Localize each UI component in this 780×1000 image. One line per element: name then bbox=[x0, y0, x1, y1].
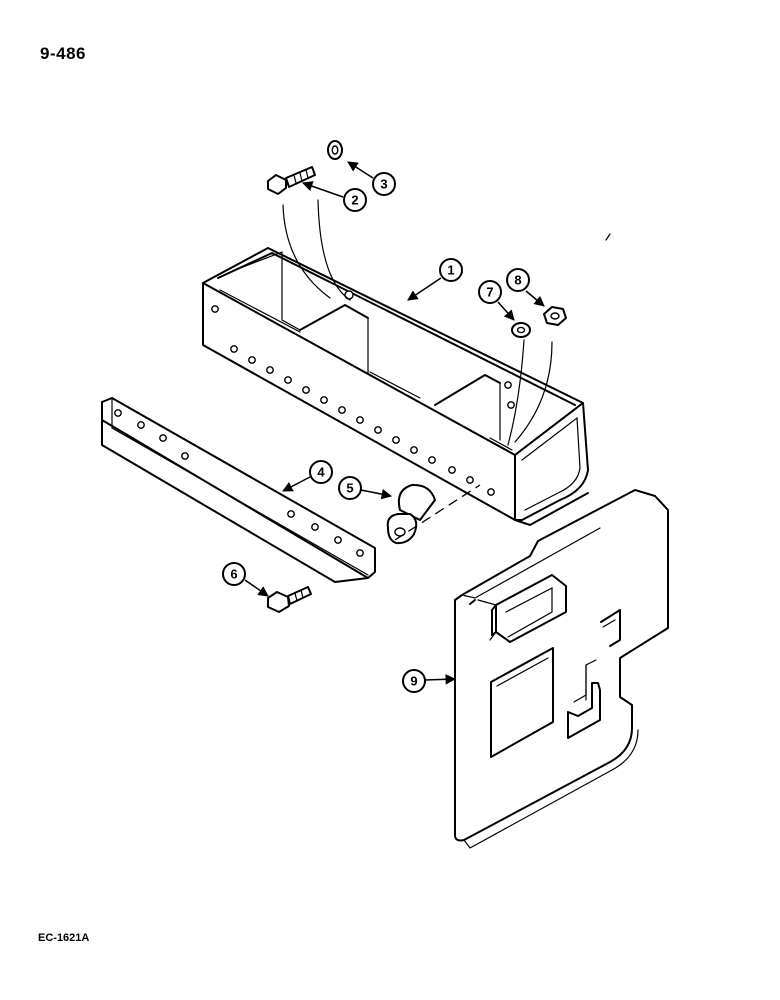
svg-text:5: 5 bbox=[346, 481, 353, 496]
nut-8-part bbox=[514, 306, 567, 443]
callout-3: 3 bbox=[347, 161, 396, 196]
callout-6: 6 bbox=[222, 562, 269, 597]
weight-bracket-part bbox=[202, 247, 589, 526]
svg-text:8: 8 bbox=[514, 273, 521, 288]
callout-8: 8 bbox=[506, 268, 545, 307]
callout-7: 7 bbox=[478, 280, 515, 321]
figure-code: EC-1621A bbox=[38, 932, 90, 944]
bolt-6-part bbox=[267, 586, 312, 613]
callout-1: 1 bbox=[407, 258, 463, 301]
bolt-2-part bbox=[267, 166, 351, 301]
svg-text:4: 4 bbox=[317, 465, 325, 480]
page-number: 9-486 bbox=[40, 44, 86, 63]
callout-2: 2 bbox=[302, 181, 367, 212]
svg-text:6: 6 bbox=[230, 567, 237, 582]
support-rail-part bbox=[101, 397, 376, 583]
washer-7-part bbox=[507, 322, 531, 446]
bracket-mounting-holes bbox=[211, 305, 515, 496]
callout-9: 9 bbox=[402, 669, 457, 693]
svg-text:1: 1 bbox=[447, 263, 454, 278]
callout-4: 4 bbox=[282, 460, 333, 492]
callout-5: 5 bbox=[338, 476, 393, 500]
svg-text:7: 7 bbox=[486, 285, 493, 300]
svg-text:2: 2 bbox=[351, 193, 358, 208]
svg-text:9: 9 bbox=[410, 674, 417, 689]
svg-text:3: 3 bbox=[380, 177, 387, 192]
lock-washer-3-part bbox=[327, 140, 343, 160]
weight-clip-part bbox=[386, 483, 436, 545]
suitcase-weight-part bbox=[454, 489, 669, 849]
